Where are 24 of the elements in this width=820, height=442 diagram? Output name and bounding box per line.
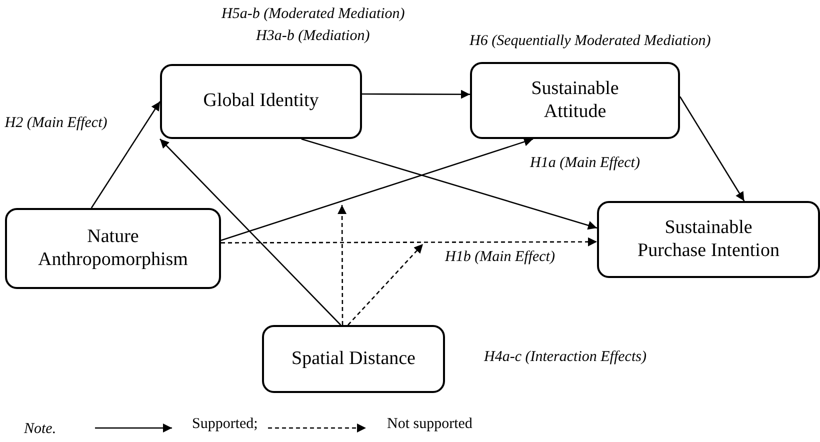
arrow bbox=[90, 101, 161, 208]
arrow bbox=[160, 138, 342, 326]
legend-text: Not supported bbox=[387, 416, 472, 433]
arrow bbox=[301, 138, 598, 230]
arrow bbox=[221, 237, 597, 246]
hypothesis-label: H3a-b (Mediation) bbox=[256, 28, 370, 45]
construct-box: Spatial Distance bbox=[262, 325, 445, 393]
hypothesis-label: H1b (Main Effect) bbox=[445, 249, 555, 266]
construct-box: Sustainable Attitude bbox=[470, 62, 680, 139]
arrow bbox=[220, 138, 534, 242]
arrow bbox=[348, 244, 424, 326]
arrow bbox=[362, 90, 470, 99]
construct-box: Global Identity bbox=[160, 64, 362, 139]
construct-box: Nature Anthropomorphism bbox=[5, 208, 221, 289]
hypothesis-label: H5a-b (Moderated Mediation) bbox=[222, 6, 405, 23]
note-label: Note. bbox=[24, 421, 56, 438]
construct-box: Sustainable Purchase Intention bbox=[597, 201, 820, 278]
hypothesis-label: H2 (Main Effect) bbox=[4, 114, 108, 133]
legend-text: Supported; bbox=[192, 416, 258, 433]
arrow bbox=[338, 205, 347, 325]
hypothesis-label: H6 (Sequentially Moderated Mediation) bbox=[470, 33, 711, 50]
hypothesis-label: H4a-c (Interaction Effects) bbox=[484, 349, 646, 366]
arrow bbox=[679, 96, 745, 202]
hypothesis-label: H1a (Main Effect) bbox=[530, 155, 640, 172]
